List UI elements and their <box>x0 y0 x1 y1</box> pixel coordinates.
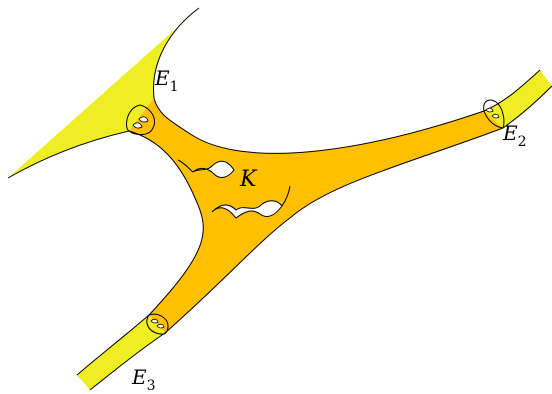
end-e3-region <box>77 315 165 390</box>
boundary-upper-left <box>153 7 541 154</box>
hole-upper <box>192 160 235 178</box>
end-e2-label: E2 <box>502 121 527 150</box>
end-e1-label-sub: 1 <box>170 79 179 95</box>
end-e2-label-sub: 2 <box>518 134 527 150</box>
core-label: K <box>239 167 258 192</box>
hole-upper-edge <box>177 159 194 173</box>
end-e2-cross-section <box>483 99 505 129</box>
end-e1-cross-section <box>126 104 155 135</box>
end-e2-region <box>484 70 552 128</box>
end-e1-label-base: E <box>154 66 170 90</box>
end-e1-region <box>8 8 199 178</box>
boundary-lower-left <box>7 130 204 376</box>
end-e3-cross-section <box>146 313 169 335</box>
end-e3-label-base: E <box>131 365 147 389</box>
end-e2-label-base: E <box>502 121 518 145</box>
boundary-lower-right <box>89 85 552 391</box>
core-region <box>129 98 503 333</box>
end-e3-label: E3 <box>131 365 156 394</box>
hole-lower-edge <box>281 185 291 207</box>
end-e3-label-sub: 3 <box>147 378 156 394</box>
end-e1-label: E1 <box>154 66 179 95</box>
